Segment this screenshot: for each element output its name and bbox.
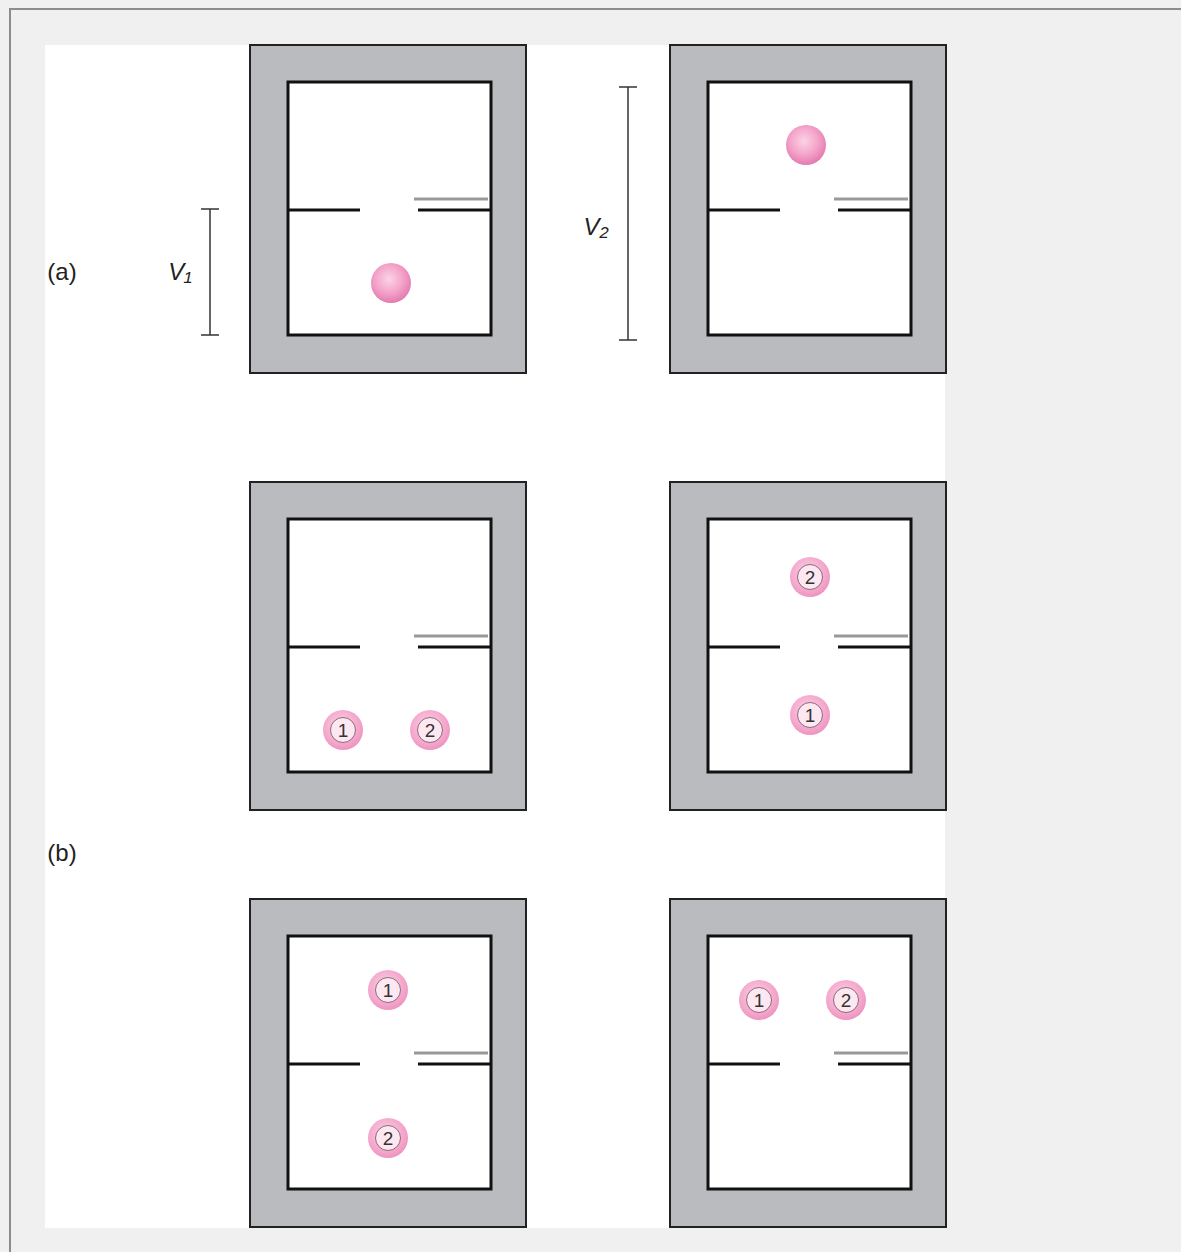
partition <box>418 209 491 212</box>
numbered-molecule: 2 <box>410 710 450 750</box>
partition <box>288 646 360 649</box>
molecule-number: 2 <box>833 987 859 1013</box>
container-cavity <box>288 519 491 772</box>
shutter <box>834 635 908 638</box>
partition <box>838 1063 911 1066</box>
container-cavity <box>708 936 911 1189</box>
container-cavity <box>708 82 911 335</box>
partition <box>708 1063 780 1066</box>
container <box>250 45 526 373</box>
container-wall <box>670 899 946 1227</box>
molecule-number: 1 <box>797 702 823 728</box>
container <box>250 899 526 1227</box>
dimension-bracket <box>201 209 219 335</box>
container <box>670 482 946 810</box>
dimension-bracket <box>619 87 637 340</box>
partition <box>838 209 911 212</box>
partition <box>708 209 780 212</box>
numbered-molecule: 2 <box>368 1118 408 1158</box>
molecule-number: 2 <box>375 1125 401 1151</box>
molecule-number: 1 <box>746 987 772 1013</box>
panel-label: (a) <box>47 260 76 284</box>
numbered-molecule: 1 <box>739 980 779 1020</box>
molecule-number: 2 <box>417 717 443 743</box>
molecule-number: 2 <box>797 564 823 590</box>
shutter <box>834 198 908 201</box>
partition <box>418 646 491 649</box>
shutter <box>414 1052 488 1055</box>
white-panel <box>45 45 945 1228</box>
molecule-number: 1 <box>330 717 356 743</box>
shutter <box>834 1052 908 1055</box>
containers <box>250 45 946 1227</box>
molecule <box>371 263 411 303</box>
container-cavity <box>288 82 491 335</box>
numbered-molecule: 1 <box>323 710 363 750</box>
numbered-molecule: 2 <box>826 980 866 1020</box>
container-wall <box>250 482 526 810</box>
numbered-molecule: 2 <box>790 557 830 597</box>
partition <box>288 1063 360 1066</box>
container <box>670 899 946 1227</box>
frame-line <box>9 9 11 1252</box>
molecule-number: 1 <box>375 977 401 1003</box>
partition <box>838 646 911 649</box>
partition <box>418 1063 491 1066</box>
partition <box>708 646 780 649</box>
molecule <box>786 125 826 165</box>
container-wall <box>670 45 946 373</box>
container-wall <box>670 482 946 810</box>
container-cavity <box>708 519 911 772</box>
container-wall <box>250 45 526 373</box>
frame-line <box>9 8 1181 10</box>
volume-label: V₁ <box>168 260 192 284</box>
shutter <box>414 198 488 201</box>
container-wall <box>250 899 526 1227</box>
partition <box>288 209 360 212</box>
container-cavity <box>288 936 491 1189</box>
container <box>670 45 946 373</box>
container <box>250 482 526 810</box>
numbered-molecule: 1 <box>368 970 408 1010</box>
shutter <box>414 635 488 638</box>
panel-label: (b) <box>47 841 76 865</box>
numbered-molecule: 1 <box>790 695 830 735</box>
volume-label: V₂ <box>583 215 608 239</box>
